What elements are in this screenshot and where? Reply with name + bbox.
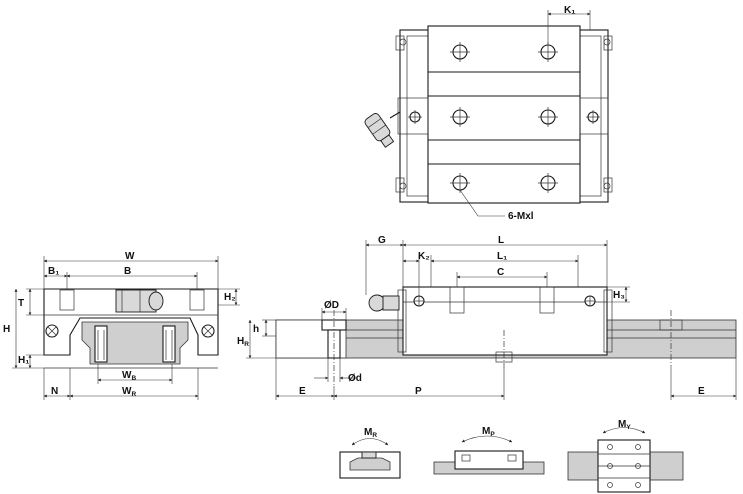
- moment-my-icon: MY: [567, 419, 684, 493]
- p-label: P: [415, 386, 422, 397]
- grease-nipple-side-icon: [368, 294, 400, 312]
- phi-d-lower-label: Ød: [348, 373, 362, 384]
- phi-d-upper-label: ØD: [324, 300, 339, 311]
- carriage-end-profile: [43, 288, 219, 356]
- h-small-label: h: [253, 324, 259, 335]
- mounting-holes: [399, 38, 611, 193]
- h2-label: H₂: [224, 292, 236, 303]
- b-label: B: [124, 266, 131, 277]
- mxl-label: 6-Mxl: [508, 211, 534, 222]
- my-label: MY: [618, 419, 631, 431]
- rail-profile: [81, 321, 189, 365]
- k1-label: K₁: [564, 5, 575, 16]
- e-right-label: E: [698, 386, 705, 397]
- carriage-side: [402, 286, 608, 356]
- front-view: W B₁ B T H H₁ H₂ WB N: [3, 251, 240, 400]
- carriage-top: [427, 25, 581, 204]
- l1-label: L₁: [497, 251, 507, 262]
- l-label: L: [498, 235, 504, 246]
- top-view: K₁ 6-Mxl: [364, 5, 613, 222]
- h-label: H: [3, 324, 10, 335]
- moment-mr-icon: MR: [339, 427, 401, 479]
- wb-label: WB: [122, 370, 136, 382]
- hr-label: HR: [237, 336, 249, 348]
- e-left-label: E: [299, 386, 306, 397]
- g-label: G: [378, 235, 386, 246]
- n-label: N: [51, 386, 58, 397]
- h1-label: H₁: [18, 355, 29, 366]
- grease-nipple-icon: [364, 113, 395, 148]
- mr-label: MR: [364, 427, 377, 439]
- mp-label: MP: [482, 426, 495, 438]
- wr-label: WR: [122, 386, 136, 398]
- h3-label: H₃: [613, 290, 625, 301]
- c-label: C: [497, 267, 504, 278]
- b1-label: B₁: [48, 266, 59, 277]
- w-label: W: [125, 251, 135, 262]
- moment-mp-icon: MP: [433, 426, 545, 475]
- side-view: G L K₂ L₁ C H₃ ØD h HR: [237, 235, 737, 400]
- t-label: T: [18, 298, 24, 309]
- k2-label: K₂: [418, 251, 430, 262]
